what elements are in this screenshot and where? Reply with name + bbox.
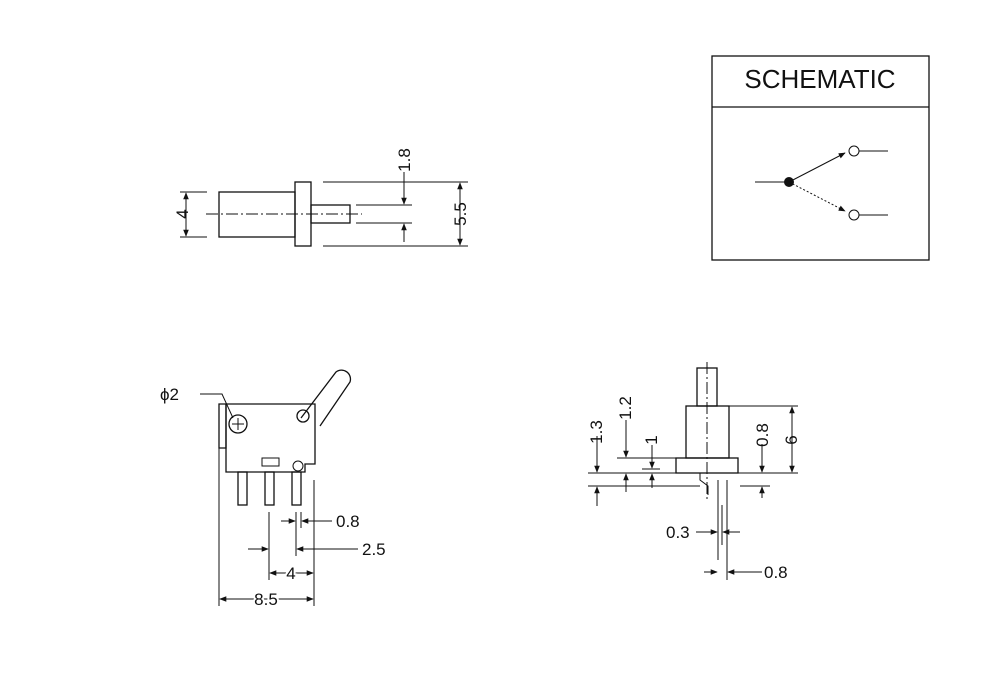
dim-pin-pitch: 2.5	[362, 540, 386, 559]
dim-side-b: 1.2	[616, 396, 635, 420]
switch-symbol	[755, 145, 888, 221]
dim-side-a: 1.3	[587, 420, 606, 444]
schematic-panel: SCHEMATIC	[711, 55, 930, 261]
dim-pin-width: 0.8	[336, 512, 360, 531]
dim-side-c: 1	[642, 435, 661, 444]
dim-pin-span: 4	[286, 564, 295, 583]
side-view: 1.3 1.2 1 0.8 6 0.3 0.8	[587, 362, 801, 582]
dim-hole: ϕ2	[160, 385, 179, 404]
top-view: 4 1.8 5.5	[173, 148, 470, 247]
dim-body-height: 4	[173, 209, 192, 218]
dim-side-e: 6	[782, 435, 801, 444]
dim-side-pin-width: 0.8	[764, 563, 788, 582]
front-view: ϕ2 0.8 2.5 4 8.5	[160, 369, 386, 611]
schematic-title: SCHEMATIC	[744, 64, 895, 94]
dim-body-length: 8.5	[254, 590, 278, 609]
dim-lever-width: 1.8	[395, 148, 414, 172]
dim-overall-height: 5.5	[451, 202, 470, 226]
dim-pin-thickness: 0.3	[666, 523, 690, 542]
dim-side-d: 0.8	[753, 423, 772, 447]
